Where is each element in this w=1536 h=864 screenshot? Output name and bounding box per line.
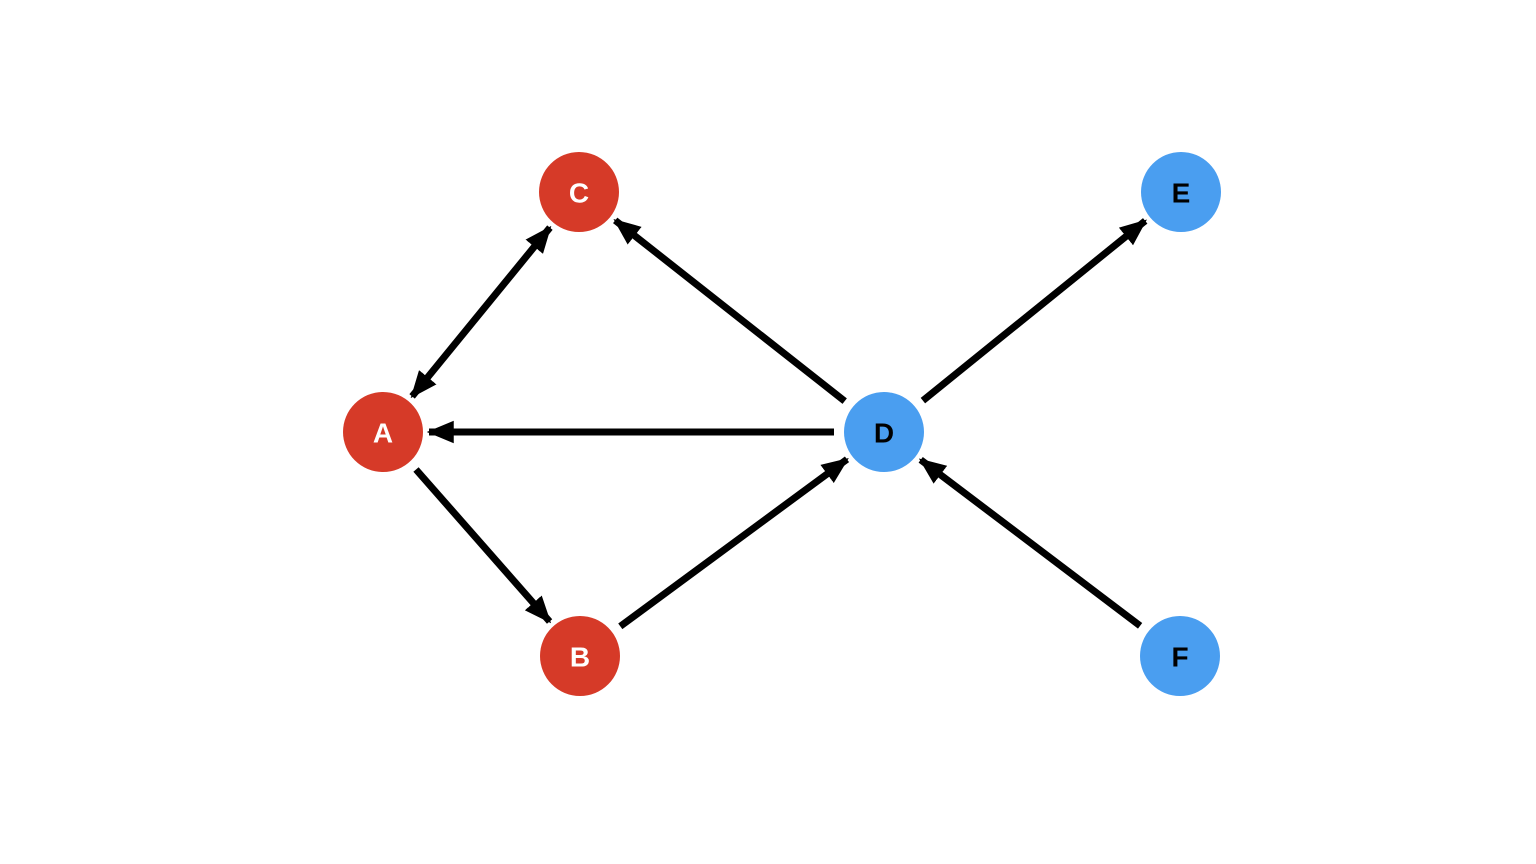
node-D-circle xyxy=(844,392,924,472)
node-A-circle xyxy=(343,392,423,472)
edge-A-C xyxy=(409,225,553,399)
edge-F-D xyxy=(918,457,1143,629)
node-layer: A B C D E F xyxy=(343,152,1221,696)
node-F: F xyxy=(1140,616,1220,696)
node-C-circle xyxy=(539,152,619,232)
edge-D-E xyxy=(920,218,1148,404)
edge-layer xyxy=(409,217,1148,630)
node-B: B xyxy=(540,616,620,696)
node-A: A xyxy=(343,392,423,472)
node-D: D xyxy=(844,392,924,472)
node-E: E xyxy=(1141,152,1221,232)
edge-B-D xyxy=(618,456,850,630)
edge-A-B xyxy=(413,467,553,624)
node-B-circle xyxy=(540,616,620,696)
edge-D-C xyxy=(613,217,847,404)
node-E-circle xyxy=(1141,152,1221,232)
node-C: C xyxy=(539,152,619,232)
node-F-circle xyxy=(1140,616,1220,696)
